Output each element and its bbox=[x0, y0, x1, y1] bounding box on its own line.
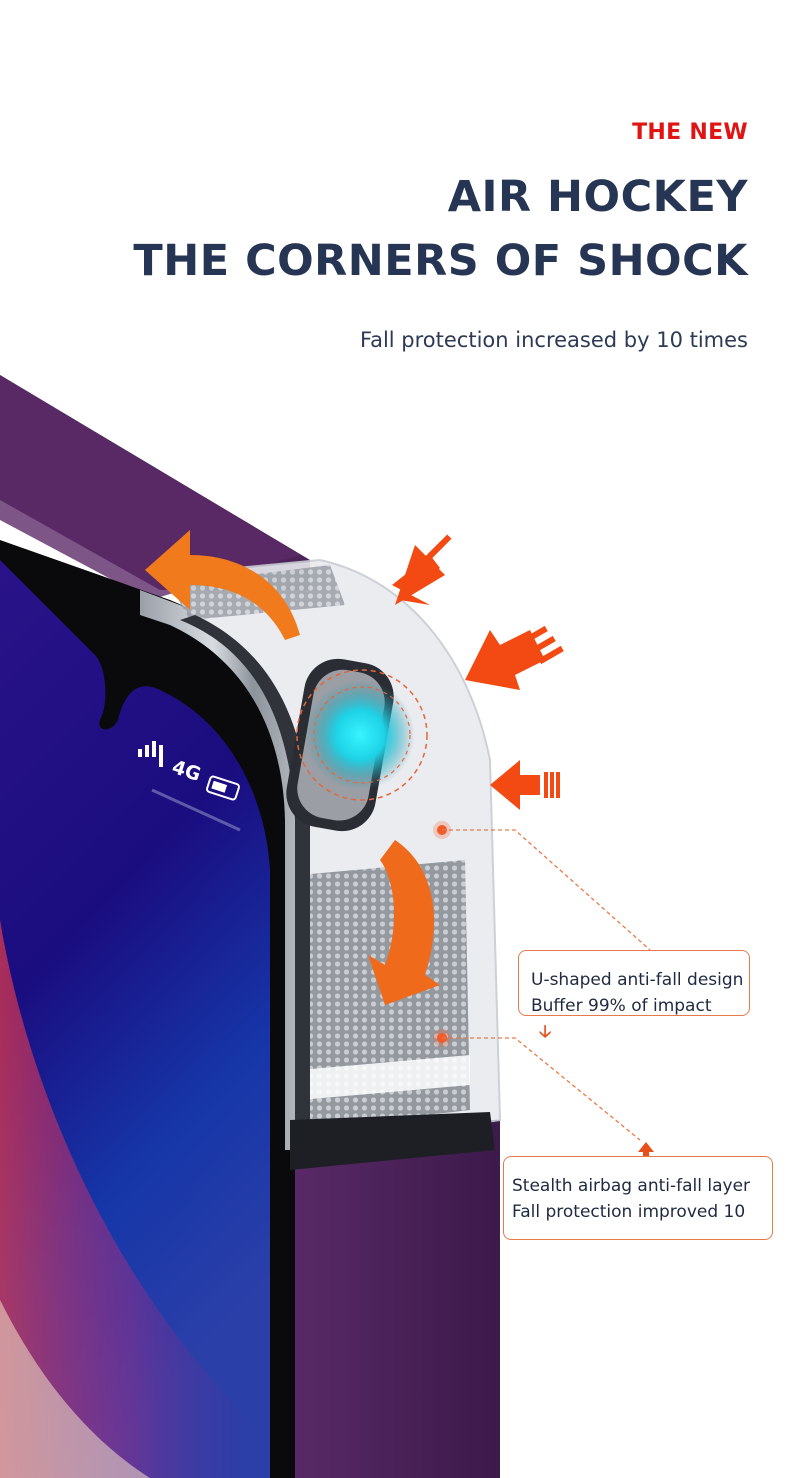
callout-line-1: Stealth airbag anti-fall layer bbox=[512, 1176, 751, 1196]
up-arrow-icon bbox=[638, 1142, 654, 1164]
callout-line-2: Buffer 99% of impact🡣 bbox=[531, 993, 739, 1045]
down-arrow-icon: 🡣 bbox=[539, 1022, 552, 1042]
subtitle: Fall protection increased by 10 times bbox=[359, 328, 748, 352]
callout-line bbox=[442, 829, 651, 951]
callout-airbag: Stealth airbag anti-fall layer Fall prot… bbox=[503, 1156, 773, 1240]
impact-arrow-icon bbox=[392, 534, 452, 605]
curved-arrow-left-icon bbox=[145, 530, 300, 640]
case-side bbox=[282, 1120, 500, 1478]
callout-line bbox=[442, 1037, 641, 1141]
impact-arrow-icon bbox=[490, 760, 560, 810]
callout-line-2: Fall protection improved 10 bbox=[512, 1202, 746, 1222]
metal-frame bbox=[140, 590, 302, 1150]
signal-icon bbox=[138, 741, 163, 767]
headline-line-1: AIR HOCKEY bbox=[447, 172, 748, 222]
curved-arrow-down-icon bbox=[368, 840, 440, 1005]
eyebrow-label: THE NEW bbox=[632, 120, 748, 145]
headline-line-2: THE CORNERS OF SHOCK bbox=[133, 236, 748, 286]
shock-absorb-glow bbox=[305, 680, 415, 790]
battery-icon bbox=[206, 775, 240, 801]
callout-line-1: U-shaped anti-fall design bbox=[531, 970, 744, 990]
impact-arrow-icon bbox=[465, 625, 564, 690]
callout-u-shaped: U-shaped anti-fall design Buffer 99% of … bbox=[518, 950, 750, 1042]
